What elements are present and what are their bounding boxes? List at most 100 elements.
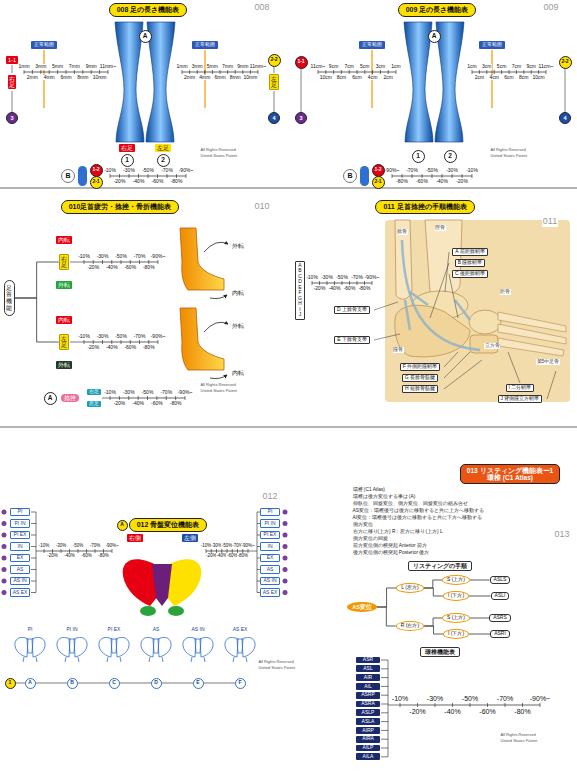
listing-box: IN: [260, 542, 280, 551]
scale-tick: [206, 549, 207, 553]
scale-tick: [119, 174, 120, 178]
title-box: 013 リスティング機能表ー1環椎 (C1 Atlas): [460, 464, 560, 485]
node-text: 右足: [89, 389, 99, 395]
scale-value: -60%: [151, 401, 164, 407]
scale-tick: [372, 70, 373, 74]
scale-value: -10%: [306, 275, 319, 281]
connector: [15, 262, 59, 298]
side-tag: 右足: [59, 254, 70, 270]
node-text: AS: [13, 567, 27, 573]
scale-tick: [119, 396, 120, 400]
node-text: 右側: [129, 535, 141, 541]
scale-tick: [364, 70, 365, 74]
motion-arrow: [210, 375, 227, 379]
motion-arrow: [204, 242, 228, 252]
scale-value: -20%: [113, 179, 126, 185]
leader-line: [70, 262, 110, 398]
node-text: B: [347, 172, 352, 180]
scale-value: -80%: [169, 401, 182, 407]
node-text: AS変位: [352, 604, 372, 610]
scale-value: 5cm: [360, 64, 370, 70]
scale-value: -70%: [351, 275, 364, 281]
scale-value: -20%: [113, 401, 126, 407]
callout-circle: 3: [295, 112, 307, 124]
listing-box: PI EX: [260, 531, 280, 540]
copyright-note: All Rights Reserved: [500, 733, 536, 737]
figure-label: AS IN: [191, 627, 205, 633]
scale-tick: [452, 174, 453, 178]
scale-tick: [364, 281, 365, 285]
scale-tick: [237, 549, 238, 553]
node-text: 3: [299, 115, 302, 121]
node-text: ASRS: [493, 615, 507, 621]
scale-tick: [69, 549, 70, 553]
scale-value: -40%: [132, 179, 145, 185]
title-box: 011 足首捻挫の手順機能表: [375, 200, 474, 213]
range-tag: 正常範囲: [359, 41, 385, 49]
node-text: 008 足の長さ機能表: [117, 6, 180, 14]
node-text: リスティングの手順: [413, 563, 467, 569]
pelvis-icon-row: [15, 637, 255, 662]
scale-tick: [531, 70, 532, 74]
title-box: 012 骨盤変位機能表: [129, 518, 208, 531]
callout-circle: A: [139, 30, 152, 43]
callout-circle: A: [25, 678, 36, 689]
scale-tick: [128, 396, 129, 400]
pelvis-icon: [225, 637, 255, 662]
scale-tick: [158, 340, 159, 344]
listing-box: ASLP: [356, 709, 380, 716]
node-text: EX: [263, 555, 277, 561]
scale-tick: [86, 549, 87, 553]
copyright-note: United States Patent: [200, 154, 238, 158]
node-text: 013 リスティング機能表ー1: [467, 467, 553, 474]
step-ellipse: AS変位: [347, 602, 377, 612]
scale-tick: [148, 260, 149, 264]
normal-range-line: [44, 50, 492, 108]
scale-tick: [221, 549, 222, 553]
scale-bar: [472, 70, 546, 74]
listing-box: PI IN: [260, 519, 280, 528]
callout-circle: 2-2: [559, 56, 572, 69]
callout-circle: B: [67, 678, 78, 689]
listing-box: AIRP: [356, 727, 380, 734]
node-text: 左足: [271, 76, 277, 88]
scale-tick: [57, 70, 58, 74]
range-tag: 正常範囲: [479, 41, 505, 49]
scale-value: -40%: [444, 708, 461, 716]
connector: [424, 618, 442, 626]
figure-label: AS: [152, 627, 160, 633]
scale-value: 3mm: [191, 64, 203, 70]
panel-divider: [0, 188, 577, 189]
node-text: 2-1: [374, 179, 381, 185]
foot-shape: [180, 228, 224, 290]
ligament-label-box: C 後距腓靭帯: [452, 270, 488, 279]
scale-value: -40%: [436, 179, 449, 185]
scale-tick: [538, 70, 539, 74]
node-text: AS IN: [263, 578, 277, 584]
connector: [424, 580, 442, 588]
scale-tick: [319, 281, 320, 285]
scale-tick: [235, 70, 236, 74]
node-text: EX: [13, 555, 27, 561]
scale-value: 5cm: [496, 64, 506, 70]
node-text: ASRA: [358, 701, 378, 707]
title-box: 008 足の長さ機能表: [109, 3, 188, 16]
node-text: J 背側踵立方靭帯: [501, 396, 540, 402]
scale-value: -90%~: [178, 168, 194, 174]
scale-value: 5mm: [52, 64, 64, 70]
scale-value: 11mm~: [99, 64, 116, 70]
node-text: 010足首疲労・捻挫・骨折機能表: [69, 203, 172, 211]
scale-tick: [84, 340, 85, 344]
listing-box: AS IN: [10, 577, 30, 586]
scale-value: -40%: [132, 401, 145, 407]
scale-tick: [166, 396, 167, 400]
node-text: AS: [263, 567, 277, 573]
figure-label: 外転: [232, 323, 245, 329]
scale-tick: [334, 281, 335, 285]
scale-tick: [138, 396, 139, 400]
scale-value: -10%: [466, 168, 479, 174]
node-text: 環椎機能表: [425, 649, 455, 655]
scale-value: 8cm: [519, 75, 529, 81]
